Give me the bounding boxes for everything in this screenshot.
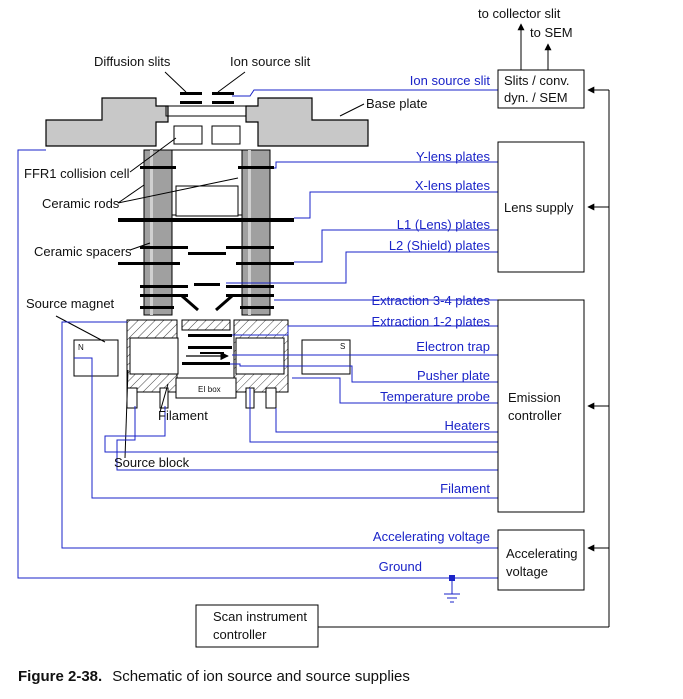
conn-y-lens: Y-lens plates bbox=[416, 149, 490, 164]
emission-controller-box bbox=[497, 299, 585, 513]
conn-x-lens: X-lens plates bbox=[415, 178, 491, 193]
source-magnet-label: Source magnet bbox=[26, 296, 115, 311]
ffr1-label: FFR1 collision cell bbox=[24, 166, 130, 181]
base-plate bbox=[45, 97, 369, 147]
diffusion-slits bbox=[180, 92, 234, 104]
lens-supply-box bbox=[497, 141, 585, 273]
supply-boxes bbox=[195, 69, 585, 648]
ground-node bbox=[449, 575, 455, 581]
base-plate-label: Base plate bbox=[366, 96, 427, 111]
scan-line1: Scan instrument bbox=[213, 609, 307, 624]
to-sem-label: to SEM bbox=[530, 25, 573, 40]
slits-box-line2: dyn. / SEM bbox=[504, 90, 568, 105]
source-block-label: Source block bbox=[114, 455, 190, 470]
lens-supply-label: Lens supply bbox=[504, 200, 574, 215]
conn-electron-trap: Electron trap bbox=[416, 339, 490, 354]
conn-ground: Ground bbox=[379, 559, 422, 574]
ei-box-label: EI box bbox=[198, 385, 221, 394]
supply-wires bbox=[17, 89, 498, 603]
conn-pusher-plate: Pusher plate bbox=[417, 368, 490, 383]
accelerating-voltage-box bbox=[497, 529, 585, 591]
figure-caption: Figure 2-38. Schematic of ion source and … bbox=[18, 668, 410, 685]
ion-source-slit-label: Ion source slit bbox=[230, 54, 311, 69]
ceramic-rods-label: Ceramic rods bbox=[42, 196, 120, 211]
source-magnet bbox=[73, 339, 351, 377]
control-wiring bbox=[318, 23, 610, 628]
scan-line2: controller bbox=[213, 627, 267, 642]
figure-caption-text: Schematic of ion source and source suppl… bbox=[112, 668, 410, 685]
magnet-n-label: N bbox=[78, 343, 84, 352]
conn-temperature-probe: Temperature probe bbox=[380, 389, 490, 404]
conn-filament: Filament bbox=[440, 481, 490, 496]
conn-extraction-12: Extraction 1-2 plates bbox=[371, 314, 490, 329]
diffusion-slits-label: Diffusion slits bbox=[94, 54, 171, 69]
scan-controller-box bbox=[195, 604, 319, 648]
conn-ion-source-slit: Ion source slit bbox=[410, 73, 491, 88]
conn-l2: L2 (Shield) plates bbox=[389, 238, 491, 253]
accel-line1: Accelerating bbox=[506, 546, 578, 561]
leader-lines bbox=[55, 71, 365, 459]
conn-l1: L1 (Lens) plates bbox=[397, 217, 491, 232]
source-block bbox=[126, 319, 289, 409]
figure-number: Figure 2-38. bbox=[18, 668, 103, 685]
emission-line2: controller bbox=[508, 408, 562, 423]
to-collector-slit-label: to collector slit bbox=[478, 6, 561, 21]
conn-heaters: Heaters bbox=[444, 418, 490, 433]
extraction-plates bbox=[182, 334, 232, 365]
conn-accelerating-voltage: Accelerating voltage bbox=[373, 529, 490, 544]
slits-box bbox=[497, 69, 585, 109]
lens-plates bbox=[118, 166, 294, 312]
ffr1-collision-cell bbox=[173, 125, 241, 145]
filament-left-label: Filament bbox=[158, 408, 208, 423]
slits-box-line1: Slits / conv. bbox=[504, 73, 570, 88]
emission-line1: Emission bbox=[508, 390, 561, 405]
accel-line2: voltage bbox=[506, 564, 548, 579]
conn-extraction-34: Extraction 3-4 plates bbox=[371, 293, 490, 308]
magnet-s-label: S bbox=[340, 342, 345, 351]
ceramic-spacers-label: Ceramic spacers bbox=[34, 244, 132, 259]
